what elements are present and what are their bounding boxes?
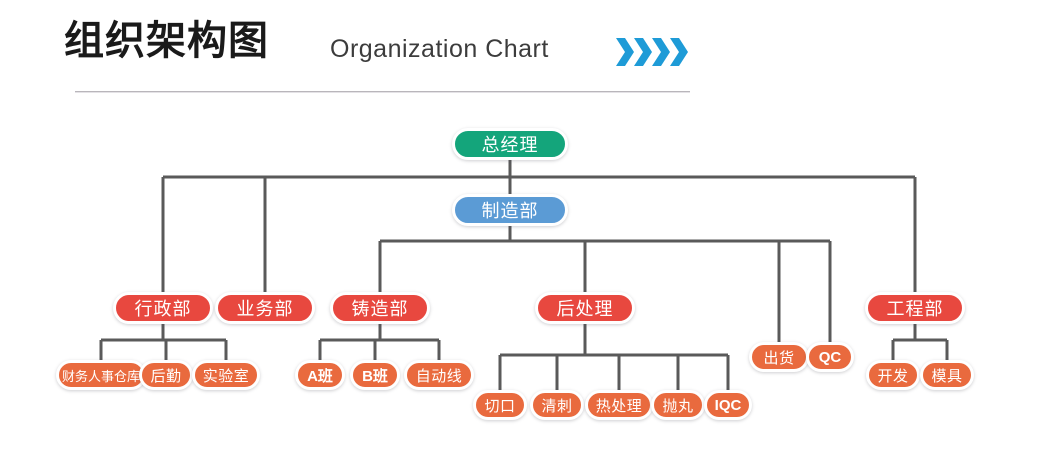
node-label: 自动线 <box>415 367 463 385</box>
node-label: QC <box>818 348 842 366</box>
node-shot-blasting[interactable]: 抛丸 <box>651 390 705 420</box>
node-general-manager[interactable]: 总经理 <box>452 128 568 160</box>
node-casting-dept[interactable]: 铸造部 <box>330 292 430 324</box>
node-shift-b[interactable]: B班 <box>350 360 400 390</box>
node-label: 制造部 <box>481 201 539 221</box>
node-label: A班 <box>307 367 333 385</box>
node-shipping[interactable]: 出货 <box>749 342 809 372</box>
node-label: IQC <box>714 396 742 414</box>
node-label: 出货 <box>763 349 795 367</box>
node-label: 开发 <box>877 367 909 385</box>
node-cutting[interactable]: 切口 <box>473 390 527 420</box>
page-title-english: Organization Chart <box>330 35 549 63</box>
node-business-dept[interactable]: 业务部 <box>215 292 315 324</box>
node-label: 业务部 <box>236 299 294 319</box>
page-header: 组织架构图 Organization Chart <box>0 0 1060 100</box>
node-label: 抛丸 <box>662 397 694 415</box>
node-finance-hr-warehouse[interactable]: 财务人事仓库 <box>56 360 146 390</box>
node-shift-a[interactable]: A班 <box>295 360 345 390</box>
node-logistics[interactable]: 后勤 <box>139 360 193 390</box>
node-label: 工程部 <box>886 299 944 319</box>
node-post-processing[interactable]: 后处理 <box>535 292 635 324</box>
node-label: B班 <box>362 367 388 385</box>
node-iqc[interactable]: IQC <box>704 390 752 420</box>
node-label: 总经理 <box>481 135 539 155</box>
node-heat-treatment[interactable]: 热处理 <box>585 390 653 420</box>
node-label: 热处理 <box>595 397 643 415</box>
node-label: 实验室 <box>202 367 250 385</box>
node-development[interactable]: 开发 <box>866 360 920 390</box>
node-manufacturing-dept[interactable]: 制造部 <box>452 194 568 226</box>
node-qc[interactable]: QC <box>806 342 854 372</box>
node-deburring[interactable]: 清刺 <box>530 390 584 420</box>
node-administration-dept[interactable]: 行政部 <box>113 292 213 324</box>
node-label: 后处理 <box>556 299 614 319</box>
node-mold[interactable]: 模具 <box>920 360 974 390</box>
chevron-right-icon-group <box>616 38 688 66</box>
node-label: 清刺 <box>541 397 573 415</box>
header-divider <box>75 91 690 93</box>
node-label: 铸造部 <box>351 299 409 319</box>
node-automation-line[interactable]: 自动线 <box>404 360 474 390</box>
node-label: 行政部 <box>134 299 192 319</box>
node-label: 财务人事仓库 <box>61 368 140 384</box>
node-label: 切口 <box>484 397 516 415</box>
node-label: 后勤 <box>150 367 182 385</box>
node-engineering-dept[interactable]: 工程部 <box>865 292 965 324</box>
page-title-chinese: 组织架构图 <box>64 19 269 63</box>
node-label: 模具 <box>931 367 963 385</box>
node-laboratory[interactable]: 实验室 <box>192 360 260 390</box>
